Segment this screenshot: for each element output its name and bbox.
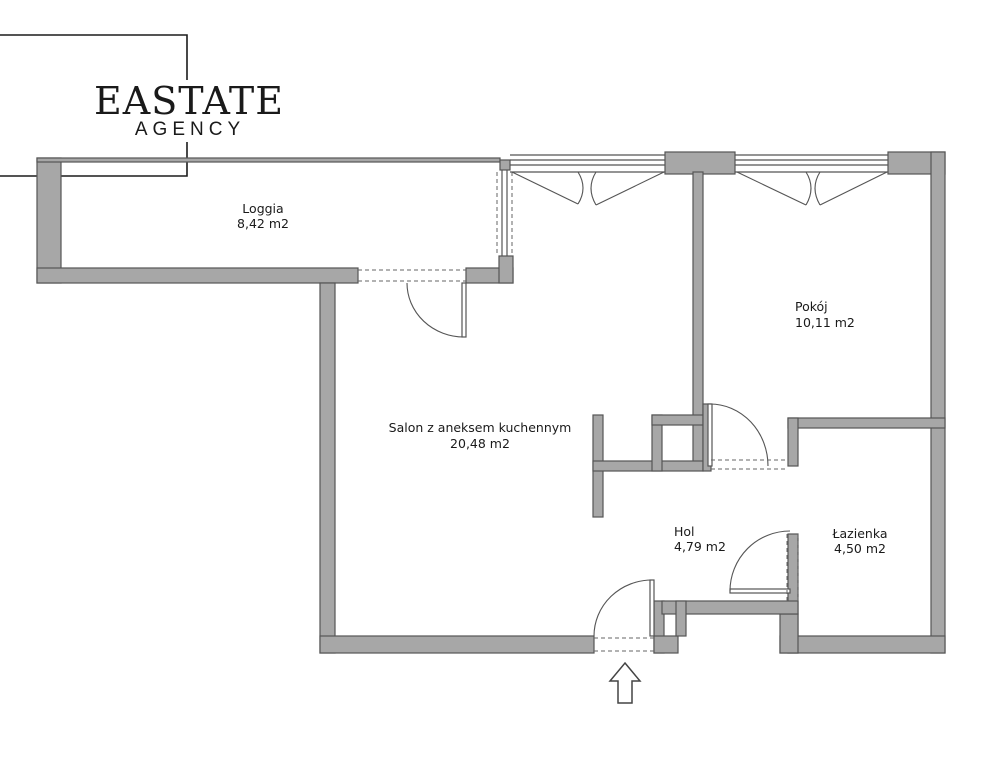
entrance-arrow-icon — [608, 661, 642, 704]
lazienka-wall-bottom — [779, 635, 946, 654]
loggia-wall-right-pier — [498, 255, 514, 284]
room-name-lazienka: Łazienka — [831, 526, 887, 541]
loggia-wall-top — [36, 157, 501, 163]
lazienka-wall-notch — [779, 613, 799, 654]
loggia-wall-left — [36, 157, 62, 284]
kitchen-partition-horizontal — [592, 460, 704, 472]
salon-window-sashes — [511, 171, 665, 206]
salon-wall-left — [319, 282, 336, 654]
salon-wall-bottom — [319, 635, 595, 654]
loggia-wall-bottom-left — [36, 267, 359, 284]
shaft-wall-top — [651, 414, 704, 426]
entrance-door — [593, 579, 655, 652]
hol-wall-step — [675, 600, 687, 637]
room-hol: Hol 4,79 m2 — [674, 524, 726, 554]
room-area-pokoj: 10,11 m2 — [795, 315, 855, 330]
loggia-corner-post — [499, 159, 511, 171]
lazienka-wall-left-upper — [787, 417, 799, 467]
room-loggia: Loggia 8,42 m2 — [237, 201, 289, 231]
doors — [406, 282, 799, 652]
entrance-wall-bottom — [653, 635, 679, 654]
walls — [36, 151, 946, 654]
room-area-loggia: 8,42 m2 — [237, 216, 289, 231]
pokoj-window — [735, 154, 888, 173]
balcony-door — [406, 282, 467, 338]
outer-wall-right — [930, 151, 946, 654]
pokoj-window-sashes — [736, 171, 888, 206]
room-area-salon: 20,48 m2 — [450, 436, 510, 451]
room-pokoj: Pokój 10,11 m2 — [795, 299, 855, 330]
windows — [358, 154, 888, 282]
agency-logo: EASTATE AGENCY — [0, 34, 292, 177]
salon-window — [510, 154, 665, 173]
room-name-salon: Salon z aneksem kuchennym — [389, 420, 572, 435]
window-pier-middle — [664, 151, 736, 175]
logo-name: EASTATE — [94, 79, 284, 123]
room-area-lazienka: 4,50 m2 — [834, 541, 886, 556]
room-name-pokoj: Pokój — [795, 299, 828, 314]
logo-backdrop — [84, 80, 292, 142]
room-name-loggia: Loggia — [242, 201, 283, 216]
room-name-hol: Hol — [674, 524, 695, 539]
logo-subtitle: AGENCY — [135, 119, 245, 140]
loggia-side-window — [496, 170, 513, 256]
room-area-hol: 4,79 m2 — [674, 539, 726, 554]
pokoj-door — [707, 403, 788, 470]
lazienka-door — [729, 530, 799, 601]
balcony-door-opening — [358, 269, 466, 282]
partition-pokoj-lazienka — [787, 417, 946, 429]
room-salon: Salon z aneksem kuchennym 20,48 m2 — [389, 420, 572, 451]
room-lazienka: Łazienka 4,50 m2 — [831, 526, 887, 556]
hol-wall-lower — [661, 600, 799, 615]
